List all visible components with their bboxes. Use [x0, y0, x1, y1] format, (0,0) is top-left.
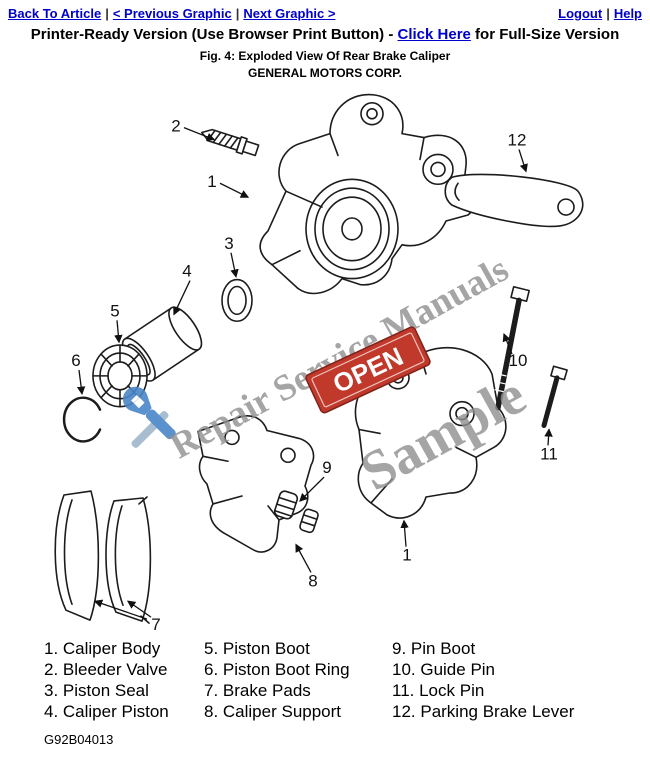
- previous-graphic-link[interactable]: < Previous Graphic: [112, 6, 232, 21]
- legend-item: 11. Lock Pin: [392, 681, 485, 700]
- bleeder-valve-drawing: [200, 128, 260, 157]
- callout-label: 9: [322, 458, 331, 477]
- lock-pin-drawing: [541, 365, 568, 428]
- printer-ready-prefix: Printer-Ready Version (Use Browser Print…: [30, 26, 398, 43]
- callout-label: 8: [308, 571, 317, 590]
- callout-label: 10: [509, 351, 528, 370]
- logout-link[interactable]: Logout: [558, 6, 603, 21]
- guide-pin-drawing: [494, 285, 531, 411]
- legend-item: 3. Piston Seal: [44, 681, 149, 700]
- legend-column-1: 1. Caliper Body 2. Bleeder Valve 3. Pist…: [44, 638, 204, 722]
- figure-id: G92B04013: [44, 732, 114, 747]
- callout-label: 11: [540, 444, 558, 463]
- diagram-area: Repair Service Manuals Sample OPEN: [0, 80, 650, 636]
- exploded-view-diagram: Repair Service Manuals Sample OPEN: [54, 93, 584, 634]
- page: Back To Article|< Previous Graphic|Next …: [0, 0, 650, 747]
- legend-item: 9. Pin Boot: [392, 639, 476, 658]
- legend-item: 7. Brake Pads: [204, 681, 311, 700]
- callout-leaders: [76, 127, 553, 620]
- click-here-link[interactable]: Click Here: [397, 26, 471, 43]
- piston-boot-ring-drawing: [62, 396, 102, 443]
- separator: |: [235, 6, 240, 21]
- legend-item: 1. Caliper Body: [44, 639, 161, 658]
- caliper-support-drawing: [197, 415, 315, 553]
- callout-label: 6: [71, 351, 80, 370]
- printer-ready-title: Printer-Ready Version (Use Browser Print…: [0, 26, 650, 43]
- manufacturer-name: GENERAL MOTORS CORP.: [247, 66, 403, 80]
- parking-brake-lever-drawing: [444, 173, 584, 228]
- pin-boot-drawing: [273, 490, 319, 534]
- separator: |: [606, 6, 610, 21]
- nav-right: Logout|Help: [558, 6, 642, 21]
- callout-label: 7: [151, 615, 160, 634]
- callout-label: 3: [224, 234, 233, 253]
- top-navigation: Back To Article|< Previous Graphic|Next …: [0, 0, 650, 24]
- callout-label: 1: [402, 546, 411, 565]
- brake-pads-drawing: [54, 490, 152, 624]
- nav-left: Back To Article|< Previous Graphic|Next …: [8, 6, 335, 21]
- legend-item: 10. Guide Pin: [392, 660, 496, 679]
- legend-item: 8. Caliper Support: [204, 702, 342, 721]
- callout-label: 5: [110, 301, 119, 320]
- wrench-icon: [122, 386, 176, 448]
- callout-label: 1: [207, 172, 216, 191]
- legend-column-3: 9. Pin Boot 10. Guide Pin 11. Lock Pin 1…: [392, 638, 650, 722]
- legend-column-2: 5. Piston Boot 6. Piston Boot Ring 7. Br…: [204, 638, 392, 722]
- separator: |: [105, 6, 109, 21]
- legend-item: 2. Bleeder Valve: [44, 660, 168, 679]
- legend-item: 12. Parking Brake Lever: [392, 702, 575, 721]
- help-link[interactable]: Help: [613, 6, 642, 21]
- back-to-article-link[interactable]: Back To Article: [8, 6, 102, 21]
- legend-item: 6. Piston Boot Ring: [204, 660, 350, 679]
- printer-ready-suffix: for Full-Size Version: [470, 26, 620, 43]
- legend-item: 4. Caliper Piston: [44, 702, 169, 721]
- parts-legend: 1. Caliper Body 2. Bleeder Valve 3. Pist…: [0, 638, 650, 722]
- callout-label: 12: [508, 131, 527, 150]
- callout-label: 2: [171, 117, 180, 136]
- piston-seal-drawing: [221, 278, 253, 323]
- legend-item: 5. Piston Boot: [204, 639, 310, 658]
- callout-labels: 2 1 12 3 4 5 6 7 9 8 1 10 11: [71, 117, 558, 634]
- next-graphic-link[interactable]: Next Graphic >: [243, 6, 336, 21]
- figure-caption: Fig. 4: Exploded View Of Rear Brake Cali…: [199, 49, 451, 63]
- caliper-body-drawing: [259, 93, 476, 295]
- callout-label: 4: [182, 262, 191, 281]
